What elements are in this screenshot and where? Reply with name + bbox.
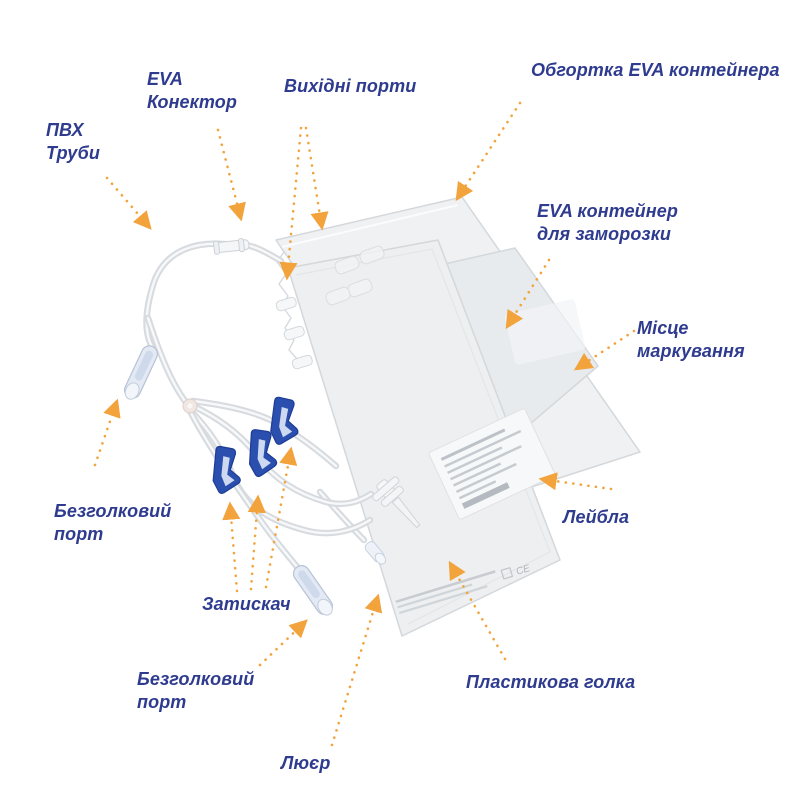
label-plastic-needle: Пластикова голка	[466, 672, 636, 692]
arrow-luer	[330, 593, 383, 747]
arrow-label-sticker	[538, 472, 613, 491]
arrow-output-ports-right	[304, 126, 329, 231]
label-luer: Люєр	[281, 753, 331, 773]
marking-area	[504, 299, 586, 365]
label-eva-connector: EVA Конектор	[147, 69, 237, 113]
label-pvc-tubes: ПВХ Труби	[46, 120, 100, 164]
arrow-plastic-needle	[448, 560, 507, 661]
needleless-port-bottom-part	[289, 561, 338, 620]
plastic-needle-part	[372, 476, 421, 529]
arrow-clamp-2	[247, 494, 266, 591]
label-eva-container: EVA контейнер для заморозки	[537, 201, 678, 245]
output-ports-part	[325, 245, 385, 306]
label-sticker: Лейбла	[563, 507, 630, 527]
arrow-pvc-tubes	[105, 176, 152, 230]
label-sticker-part	[428, 408, 556, 520]
bag-print-block: CE	[395, 563, 532, 615]
arrow-clamp-1	[222, 501, 241, 593]
arrow-needleless-port-top	[93, 398, 121, 467]
eva-connector-part	[213, 238, 250, 255]
label-output-ports: Вихідні порти	[284, 76, 417, 96]
arrow-eva-wrap	[455, 101, 522, 202]
label-clamp: Затискач	[202, 594, 291, 614]
bag-port-tabs	[275, 296, 313, 370]
arrow-clamp-3	[264, 446, 298, 589]
arrow-output-ports-left	[279, 126, 303, 281]
callout-arrows	[93, 101, 636, 747]
arrow-eva-connector	[216, 128, 246, 222]
label-marking-place: Місце маркування	[637, 318, 745, 362]
needleless-port-top-part	[120, 342, 161, 403]
label-needleless-port-bottom: Безголковий порт	[137, 669, 255, 713]
label-needleless-port-top: Безголковий порт	[54, 501, 172, 545]
luer-part	[316, 488, 387, 565]
svg-text:CE: CE	[515, 563, 532, 578]
tube-junction	[182, 398, 198, 414]
label-eva-wrap: Обгортка EVA контейнера	[531, 60, 780, 80]
arrow-needleless-port-bottom	[258, 619, 308, 667]
